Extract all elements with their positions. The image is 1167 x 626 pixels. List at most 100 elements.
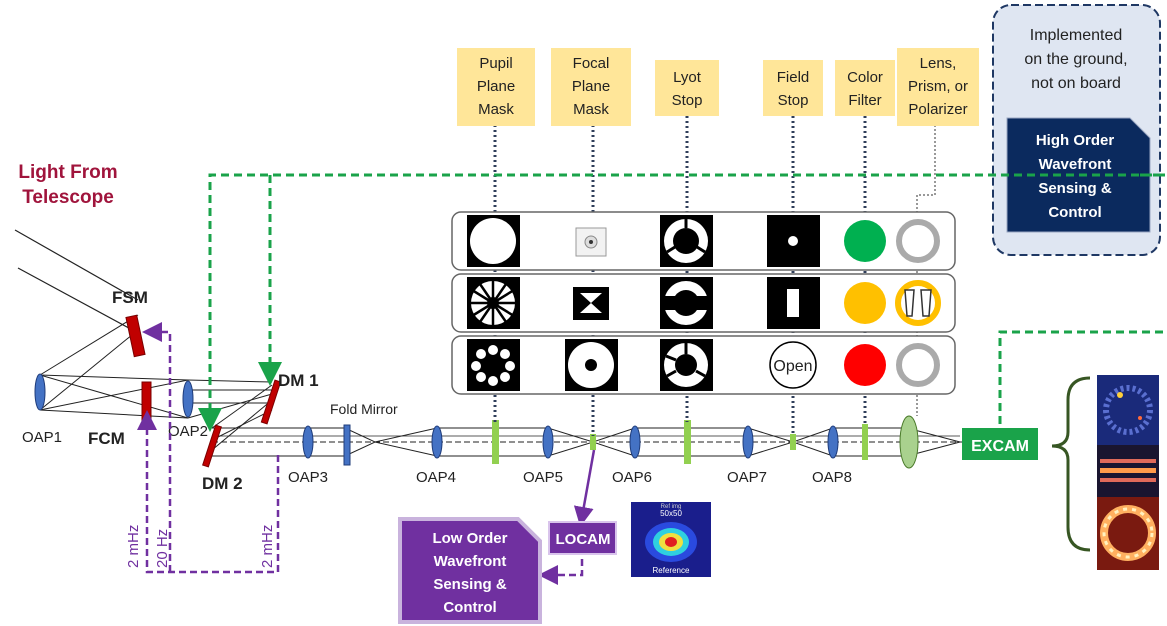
mask-wheel: Open [451,211,956,395]
incoming-beam-line [17,267,139,334]
fcm-mirror [141,381,152,423]
ground-note-line1: Implemented [1030,27,1123,44]
oap5-lens [542,425,554,459]
beam-line [39,379,189,411]
field-stop-station [790,434,796,450]
field-stop-open [769,341,817,389]
lens-prism-polarizer-element [899,415,919,469]
oap1-label: OAP1 [22,429,62,446]
oap3-label: OAP3 [288,469,328,486]
excam-box [962,428,1038,460]
oap8-lens [827,425,839,459]
ref-top: 50x50 [660,509,682,518]
svg-text:Lens,: Lens, [920,55,957,72]
svg-text:Lyot: Lyot [673,69,702,86]
low-order-line2: Wavefront [434,553,507,570]
green-control-path [198,173,1165,437]
high-order-line2: Wavefront [1039,156,1112,173]
oap2-lens [182,380,194,418]
oap3-lens [302,425,314,459]
oap1-lens [34,373,46,411]
svg-text:Polarizer: Polarizer [908,101,967,118]
locam-box [548,521,617,555]
svg-text:Plane: Plane [572,78,610,95]
low-order-box [398,517,542,624]
rate-label-dm: 2 mHz [259,525,276,568]
dm1-label: DM 1 [278,371,319,390]
fsm-label: FSM [112,288,148,307]
beam-line [39,374,189,419]
mask-label-lyot: Lyot Stop [655,60,719,116]
mask-label-pupil: Pupil Plane Mask [457,48,535,126]
svg-text:Mask: Mask [478,101,514,118]
color-filter-yellow [844,282,886,324]
fsm-mirror [125,314,146,358]
oap2-label: OAP2 [168,423,208,440]
ground-note-line3: not on board [1031,75,1121,92]
oap5-label: OAP5 [523,469,563,486]
oap4-lens [431,425,443,459]
high-order-box [1006,117,1151,233]
beam-line [39,374,189,381]
locam-pickoff [573,449,596,527]
high-order-line3: Sensing & [1038,180,1112,197]
high-order-line4: Control [1048,204,1101,221]
high-order-line1: High Order [1036,132,1115,149]
svg-text:Mask: Mask [573,101,609,118]
oap7-label: OAP7 [727,469,767,486]
oap6-label: OAP6 [612,469,652,486]
beam-line [39,314,139,376]
beam-line [211,409,273,441]
color-filter-red [844,344,886,386]
beam-line [211,384,273,429]
source-title-line2: Telescope [22,187,114,208]
rate-label-fsm: 2 mHz [125,525,142,568]
open-label: Open [773,358,812,375]
beam-line [187,393,273,419]
reference-image: Ref img 50x50 Reference [631,502,711,577]
svg-text:Pupil: Pupil [479,55,512,72]
lyot-stop-station [684,420,691,464]
svg-text:Prism, or: Prism, or [908,78,968,95]
purple-control-path [137,322,584,585]
svg-text:Color: Color [847,69,883,86]
fcm-label: FCM [88,429,125,448]
svg-text:Stop: Stop [778,92,809,109]
svg-text:Filter: Filter [848,92,881,109]
polarizer-element [896,343,940,387]
focal-mask-station [590,434,596,450]
output-bracket [1051,376,1091,552]
ground-note-line2: on the ground, [1024,51,1127,68]
svg-text:Plane: Plane [477,78,515,95]
pupil-mask-station [492,420,499,464]
ref-small: Ref img [661,504,682,510]
dm2-label: DM 2 [202,474,243,493]
ref-bottom: Reference [653,566,690,575]
svg-text:Stop: Stop [672,92,703,109]
mask-label-focal: Focal Plane Mask [551,48,631,126]
fold-mirror [343,424,351,466]
oap8-label: OAP8 [812,469,852,486]
oap4-label: OAP4 [416,469,456,486]
excam-label: EXCAM [971,438,1029,455]
fold-mirror-label: Fold Mirror [330,401,398,417]
low-order-line3: Sensing & [433,576,507,593]
mask-label-color: Color Filter [835,60,895,116]
beam-line [39,409,189,419]
color-filter-green [844,220,886,262]
prism-element [895,280,941,326]
locam-label: LOCAM [556,531,611,548]
excam-output-images [1097,375,1159,570]
svg-text:Field: Field [777,69,810,86]
beam-line [187,379,273,383]
svg-text:Focal: Focal [573,55,610,72]
oap7-lens [742,425,754,459]
lens-element [896,219,940,263]
mask-label-field: Field Stop [763,60,823,116]
incoming-beam-line [14,229,139,301]
low-order-line1: Low Order [432,530,507,547]
oap6-lens [629,425,641,459]
mask-label-lens: Lens, Prism, or Polarizer [897,48,979,126]
color-filter-station [862,424,868,460]
